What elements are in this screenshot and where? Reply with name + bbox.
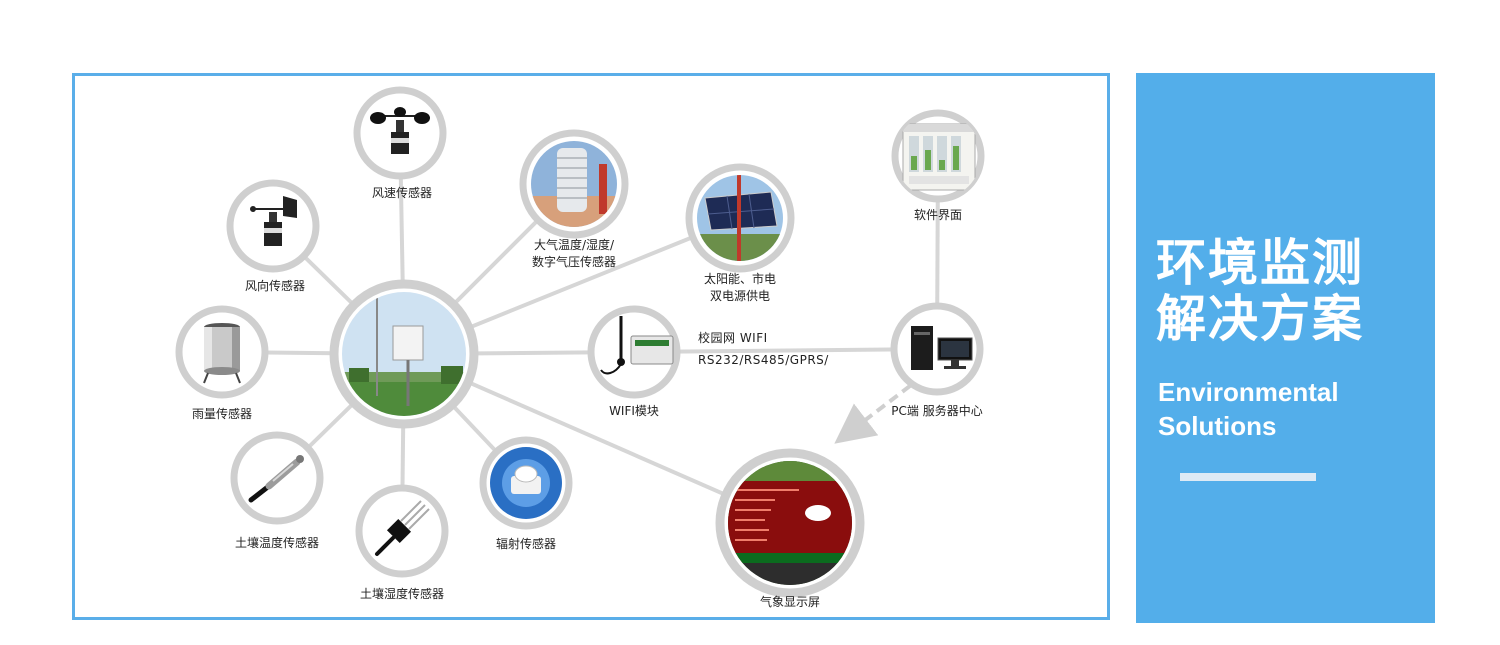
label-soil-moisture: 土壤湿度传感器 [359, 587, 444, 601]
node-radiation [479, 436, 573, 530]
diagram-svg [175, 86, 985, 598]
link-wifi-pc [633, 347, 938, 354]
wifi-module-icon [600, 316, 674, 375]
label-wind-speed: 风速传感器 [371, 186, 432, 200]
panel-title-line2: 解决方案 [1156, 290, 1364, 348]
software-screen-icon [902, 123, 976, 191]
panel-subtitle-line1: Environmental [1158, 377, 1339, 407]
rain-gauge-icon [203, 323, 241, 384]
panel-subtitle: Environmental Solutions [1158, 375, 1339, 443]
panel-title-line1: 环境监测 [1156, 234, 1364, 292]
diagram-frame: 风速传感器 风向传感器 大气温度/湿度/ 数字气压传感器 太阳能、市电 双电源供… [72, 73, 1110, 620]
thermo-hygrometer-icon [531, 141, 617, 227]
panel-subtitle-line2: Solutions [1158, 411, 1277, 441]
radiation-sensor-icon [490, 447, 562, 519]
panel-title: 环境监测 解决方案 [1156, 235, 1364, 347]
connection-network-text: 校园网 WIFI [698, 331, 768, 345]
label-solar-line2: 双电源供电 [709, 289, 770, 303]
node-wind-speed [353, 86, 447, 180]
pc-server-icon [911, 326, 973, 370]
node-pc [890, 302, 984, 396]
node-temp-humidity [519, 129, 629, 239]
label-soil-temp: 土壤温度传感器 [234, 536, 319, 550]
panel-divider [1180, 473, 1316, 481]
node-soil-moisture [355, 484, 449, 578]
solar-panel-icon [697, 175, 783, 261]
connection-protocol-text: RS232/RS485/GPRS/ [698, 353, 829, 367]
label-wifi: WIFI模块 [609, 404, 659, 418]
label-radiation: 辐射传感器 [495, 537, 556, 551]
anemometer-icon [370, 107, 430, 154]
label-temp-humidity: 大气温度/湿度/ 数字气压传感器 [519, 237, 629, 271]
node-weather-station [329, 279, 479, 429]
soil-temperature-probe-icon [248, 455, 304, 503]
node-software [891, 109, 985, 203]
label-software: 软件界面 [913, 208, 962, 222]
node-solar [685, 163, 795, 273]
label-pc: PC端 服务器中心 [891, 404, 983, 418]
label-solar: 太阳能、市电 双电源供电 [690, 271, 790, 305]
label-temp-humidity-line1: 大气温度/湿度/ [533, 238, 615, 252]
label-wind-direction: 风向传感器 [244, 279, 305, 293]
node-soil-temp [230, 431, 324, 525]
wind-vane-icon [250, 196, 297, 246]
weather-station-icon [342, 292, 466, 416]
label-display: 气象显示屏 [759, 595, 820, 609]
node-display [715, 448, 865, 598]
soil-moisture-probe-icon [375, 500, 430, 556]
label-rain: 雨量传感器 [191, 407, 252, 421]
solution-panel: 环境监测 解决方案 Environmental Solutions [1136, 73, 1435, 623]
led-display-icon [728, 461, 852, 585]
node-wifi [587, 305, 681, 399]
node-rain [175, 305, 269, 399]
label-temp-humidity-line2: 数字气压传感器 [531, 255, 616, 269]
node-wind-direction [226, 179, 320, 273]
label-solar-line1: 太阳能、市电 [703, 272, 776, 286]
